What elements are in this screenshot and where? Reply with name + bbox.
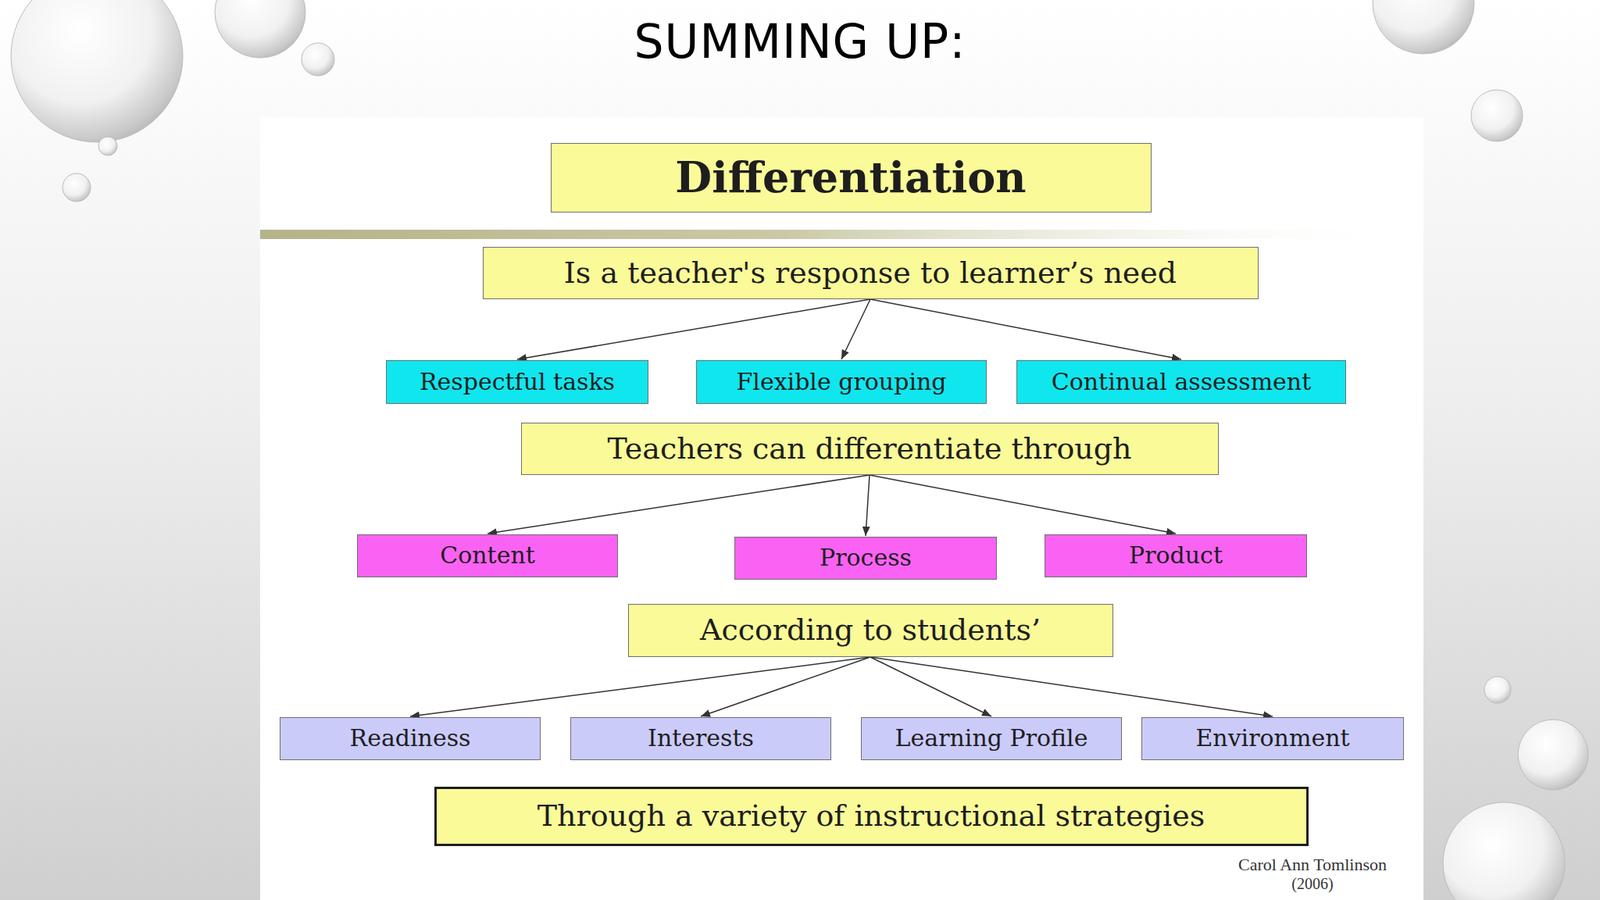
connector-arrow	[869, 475, 1176, 534]
connector-arrow	[870, 299, 1182, 360]
element-box: Content	[357, 534, 618, 578]
statement-box: Is a teacher's response to learner’s nee…	[482, 246, 1259, 300]
box-text: Process	[819, 544, 912, 572]
box-text: Interests	[647, 725, 754, 753]
box-text: Content	[439, 542, 536, 570]
water-drop	[214, 0, 306, 58]
principle-box: Flexible grouping	[696, 360, 987, 404]
element-box: Product	[1044, 534, 1308, 578]
citation-text: Carol Ann Tomlinson	[1238, 854, 1387, 875]
water-drop	[10, 0, 183, 143]
connector-arrow	[870, 657, 1273, 717]
box-text: Respectful tasks	[419, 368, 615, 397]
water-drop	[1484, 676, 1511, 704]
summary-box: Through a variety of instructional strat…	[434, 786, 1309, 847]
box-text: Environment	[1195, 725, 1350, 753]
water-drop	[1471, 89, 1523, 142]
water-drop	[62, 173, 91, 202]
box-text: Product	[1128, 542, 1223, 570]
box-text: Through a variety of instructional strat…	[537, 799, 1206, 834]
trait-box: Interests	[570, 717, 832, 761]
trait-box: Learning Profile	[860, 717, 1122, 761]
connector-arrow	[487, 475, 870, 534]
connector-arrow	[841, 299, 871, 360]
box-text: Learning Profile	[895, 725, 1089, 753]
box-text: According to students’	[700, 613, 1041, 648]
element-box: Process	[734, 536, 997, 580]
connector-arrow	[517, 299, 871, 360]
title-box: Differentiation	[550, 142, 1152, 213]
principle-box: Respectful tasks	[385, 360, 649, 404]
citation-text: (2006)	[1291, 875, 1333, 893]
box-text: Continual assessment	[1051, 368, 1311, 397]
water-drop	[1517, 719, 1589, 790]
box-text: Flexible grouping	[735, 368, 947, 397]
connector-arrow	[700, 657, 871, 717]
box-text: Is a teacher's response to learner’s nee…	[564, 256, 1177, 291]
box-text: Teachers can differentiate through	[607, 432, 1132, 467]
trait-box: Readiness	[279, 717, 541, 761]
connector-arrow	[865, 475, 870, 536]
statement-box: According to students’	[628, 603, 1114, 658]
trait-box: Environment	[1141, 717, 1404, 761]
box-text: Differentiation	[675, 153, 1026, 202]
box-text: Readiness	[350, 725, 472, 753]
connector-arrow	[410, 657, 871, 717]
water-drop	[98, 136, 118, 156]
water-drop	[1372, 0, 1475, 54]
slide-title: SUMMING UP:	[0, 14, 1600, 69]
olive-rule-bar	[260, 229, 1424, 240]
principle-box: Continual assessment	[1016, 360, 1347, 404]
statement-box: Teachers can differentiate through	[521, 422, 1219, 475]
water-drop	[1442, 802, 1565, 900]
water-drop	[301, 42, 335, 76]
